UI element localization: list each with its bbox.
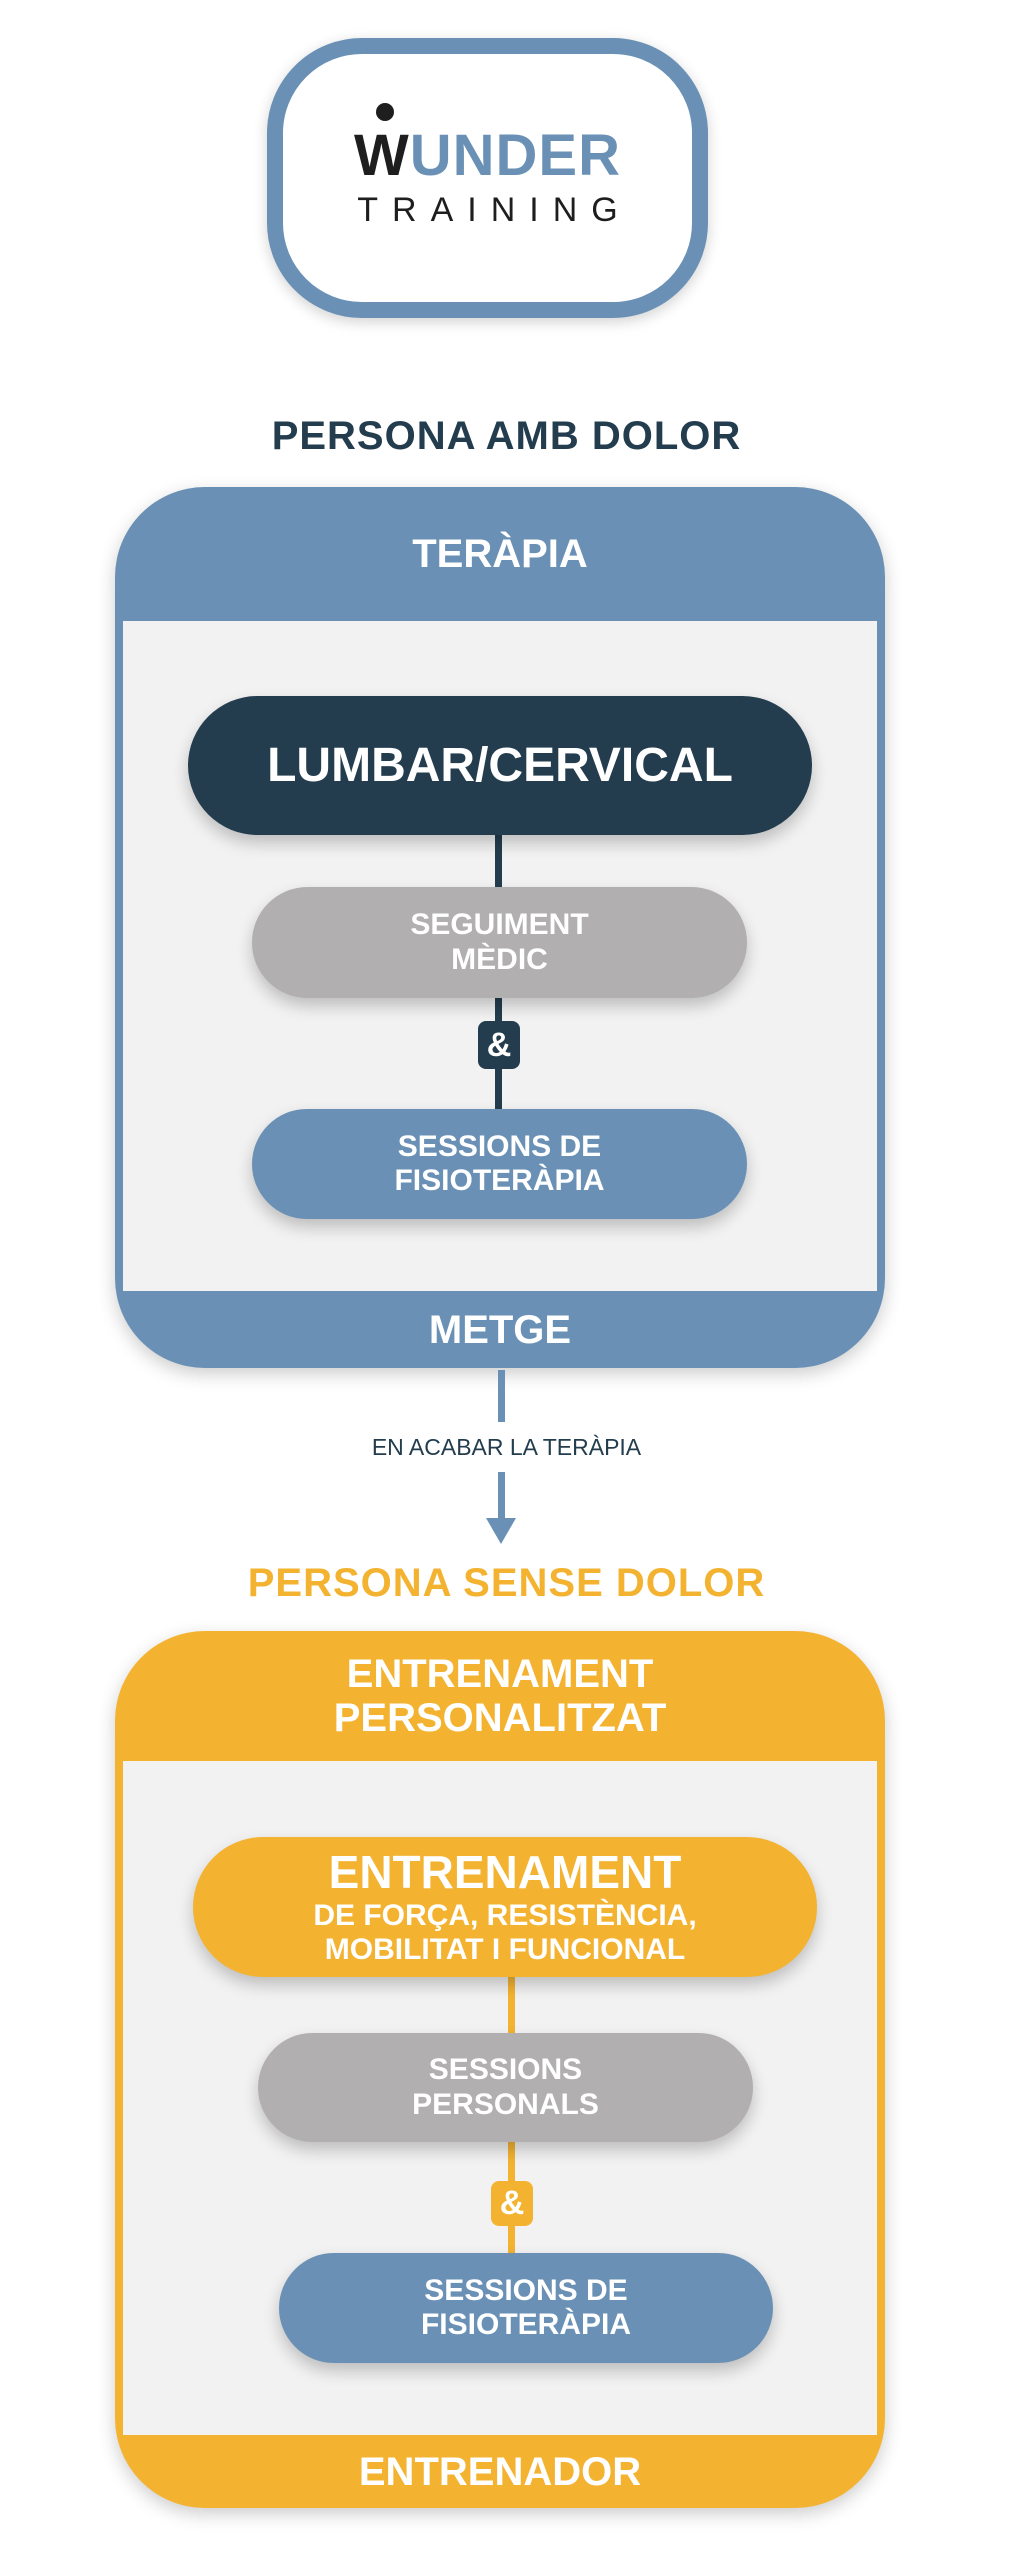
- medical-followup-pill: SEGUIMENT MÈDIC: [252, 887, 747, 998]
- therapy-header: TERÀPIA: [412, 532, 588, 576]
- pill-line: SESSIONS DE: [397, 1129, 602, 1163]
- section-title-pain: PERSONA AMB DOLOR: [271, 413, 742, 458]
- ampersand-badge: &: [478, 1021, 520, 1069]
- pill-line: PERSONALS: [412, 2087, 599, 2121]
- logo: WUNDER TRAINING: [267, 38, 708, 318]
- pill-line: FISIOTERÀPIA: [394, 1164, 605, 1197]
- ampersand-badge: &: [491, 2181, 533, 2226]
- transition-label: EN ACABAR LA TERÀPIA: [371, 1433, 642, 1460]
- pill-line: MÈDIC: [451, 942, 548, 976]
- therapy-footer: METGE: [428, 1307, 572, 1352]
- header-line: ENTRENAMENT: [346, 1652, 654, 1696]
- physio-sessions-pill: SESSIONS DE FISIOTERÀPIA: [252, 1109, 747, 1219]
- arrow-line-bottom: [498, 1472, 505, 1522]
- pill-title: ENTRENAMENT: [328, 1846, 682, 1899]
- pill-line: SESSIONS DE: [424, 2273, 628, 2307]
- header-line: PERSONALITZAT: [333, 1696, 667, 1740]
- pill-line: FISIOTERÀPIA: [420, 2308, 631, 2341]
- pill-subtitle: MOBILITAT I FUNCIONAL: [324, 1933, 686, 1967]
- arrow-line-top: [498, 1370, 505, 1422]
- physio-sessions-pill: SESSIONS DE FISIOTERÀPIA: [279, 2253, 773, 2363]
- training-footer: ENTRENADOR: [358, 2449, 642, 2494]
- pill-line: SESSIONS: [428, 2053, 583, 2086]
- arrow-down-icon: [486, 1518, 516, 1544]
- personal-sessions-pill: SESSIONS PERSONALS: [258, 2033, 753, 2142]
- logo-person-icon: W: [354, 102, 410, 188]
- training-main-pill: ENTRENAMENT DE FORÇA, RESISTÈNCIA, MOBIL…: [193, 1837, 817, 1977]
- training-header: ENTRENAMENT PERSONALITZAT: [115, 1631, 885, 1761]
- lumbar-cervical-pill: LUMBAR/CERVICAL: [188, 696, 812, 835]
- logo-subtitle: TRAINING: [357, 190, 632, 229]
- logo-wordmark: WUNDER: [354, 102, 621, 185]
- pill-subtitle: DE FORÇA, RESISTÈNCIA,: [313, 1898, 697, 1932]
- pill-line: SEGUIMENT: [410, 908, 589, 941]
- section-title-no-pain: PERSONA SENSE DOLOR: [247, 1560, 766, 1605]
